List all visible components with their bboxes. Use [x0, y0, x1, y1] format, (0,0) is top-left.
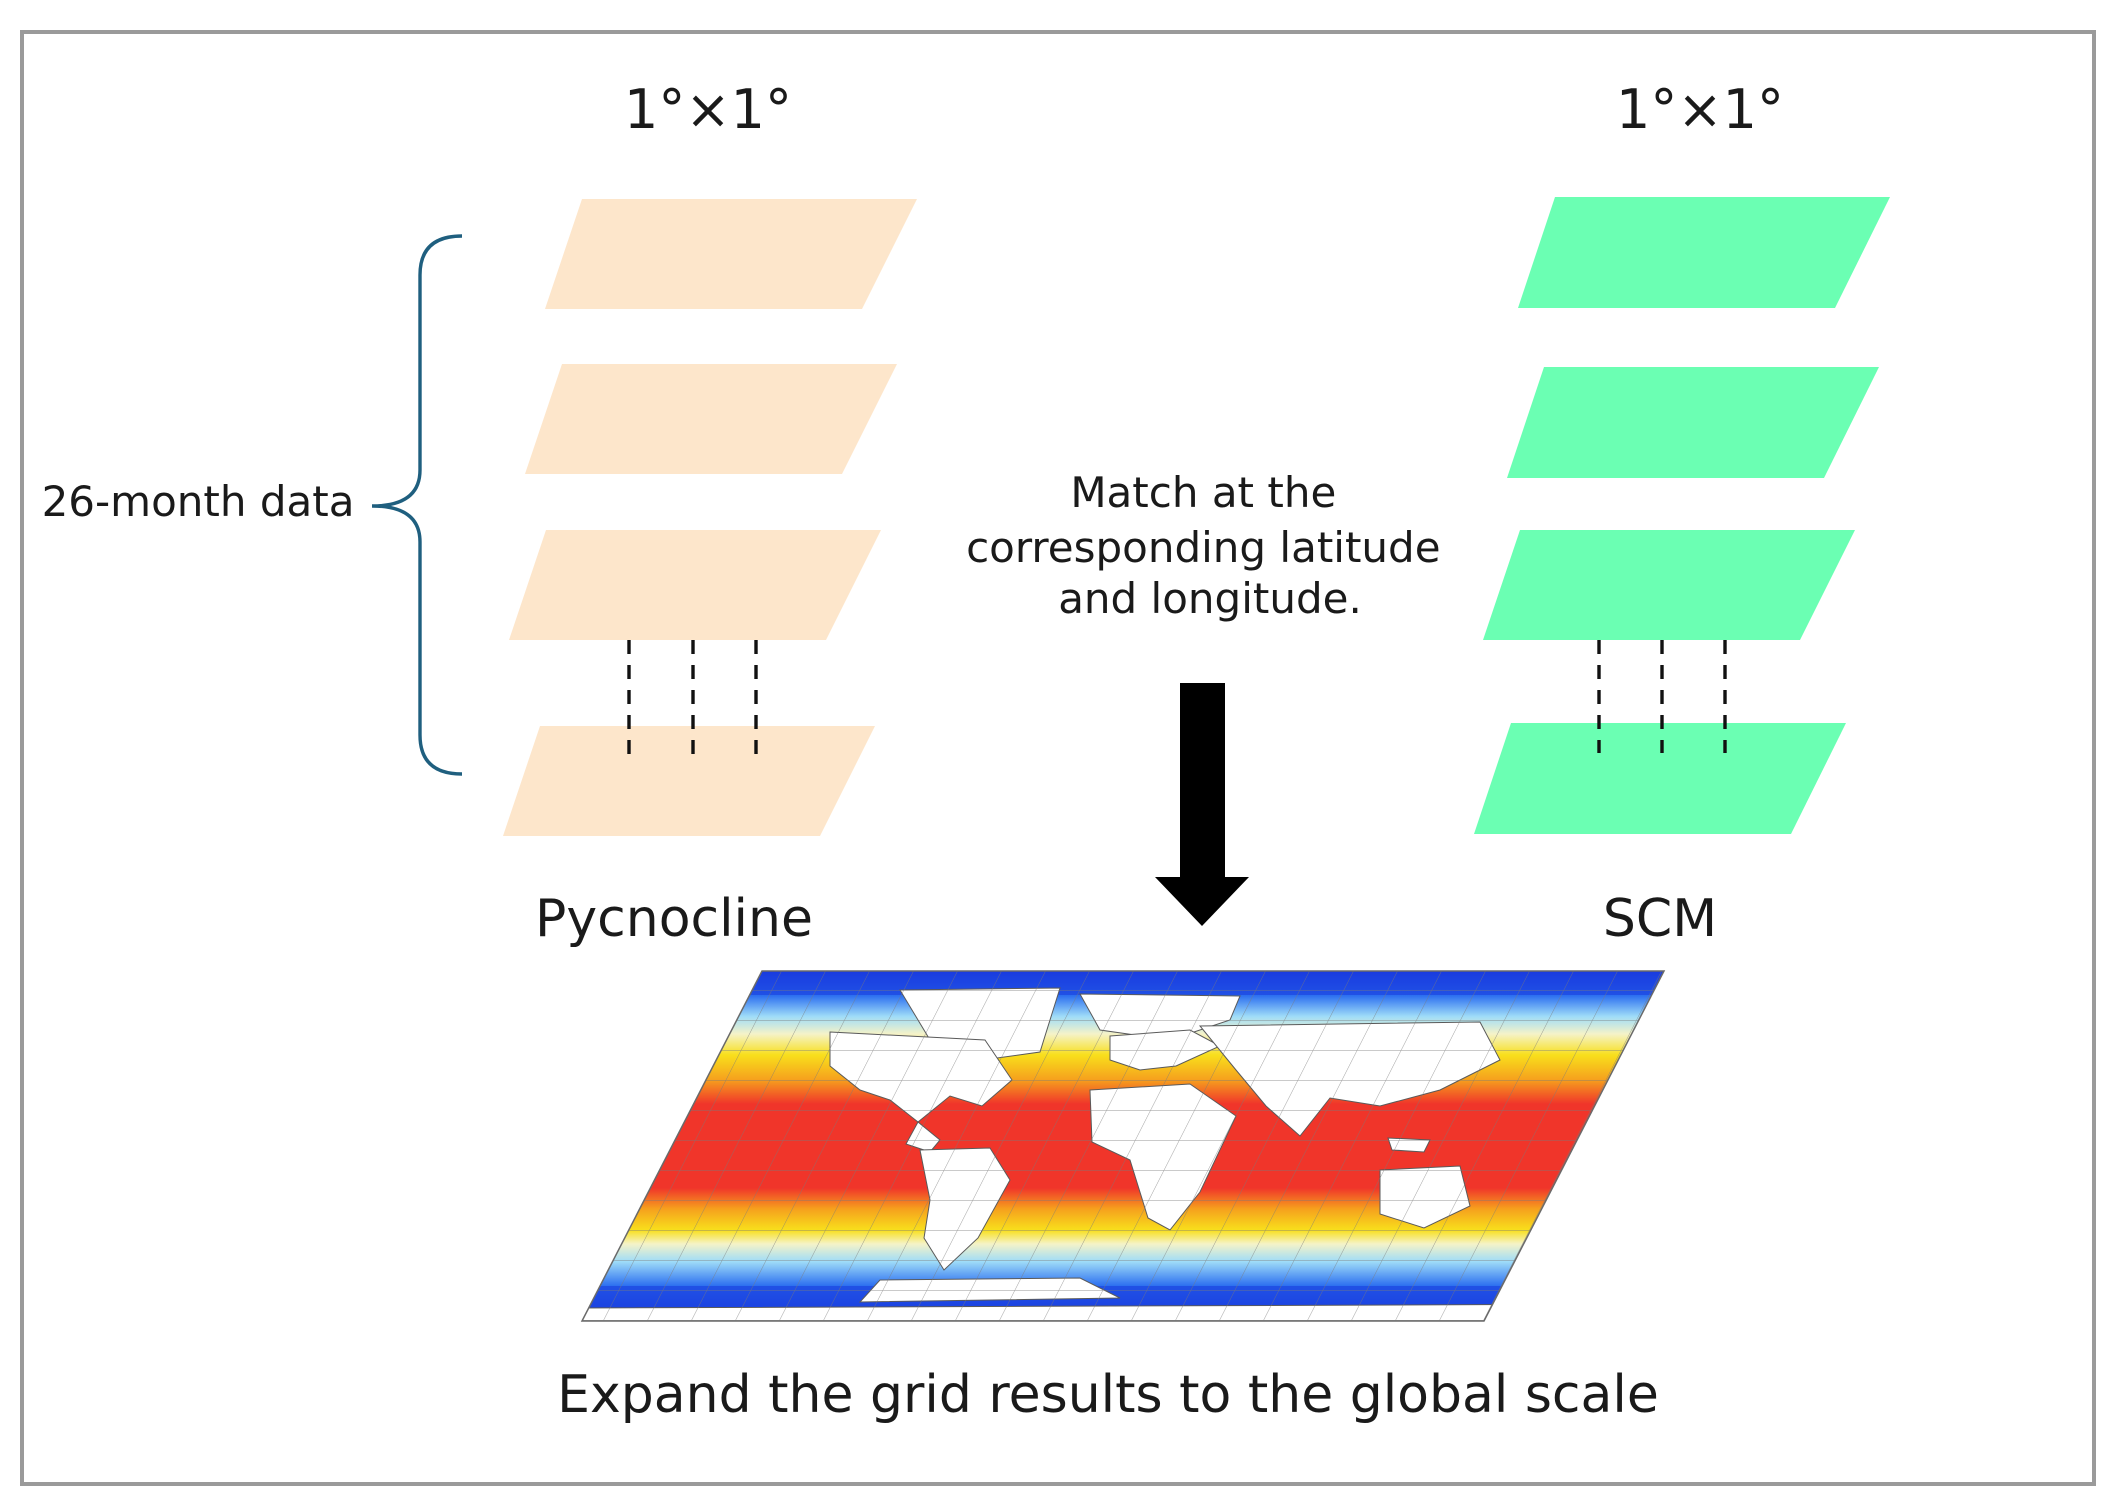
pycnocline-label: Pycnocline — [535, 889, 813, 949]
map-grid — [582, 971, 1664, 1321]
match-note-line-1: Match at the — [1070, 468, 1336, 517]
pycnocline-connector-lines — [627, 640, 758, 755]
pycnocline-layer-3 — [509, 530, 881, 640]
global-scale-caption: Expand the grid results to the global sc… — [557, 1365, 1659, 1425]
match-note: Match at the corresponding latitude and … — [966, 468, 1454, 623]
match-note-line-2: corresponding latitude — [966, 523, 1440, 572]
scm-layer-stack — [1474, 197, 1890, 834]
scm-connector-lines — [1597, 640, 1727, 753]
map-border — [580, 970, 1666, 1322]
pycnocline-layer-4 — [503, 726, 875, 836]
pycnocline-layer-1 — [545, 199, 917, 309]
scm-label: SCM — [1603, 889, 1717, 949]
scm-layer-4 — [1474, 723, 1846, 834]
global-map — [580, 970, 1666, 1322]
brace-label: 26-month data — [42, 477, 355, 526]
pycnocline-layer-2 — [525, 364, 897, 474]
scm-layer-1 — [1518, 197, 1890, 308]
right-resolution-label: 1°×1° — [1616, 78, 1784, 141]
scm-layer-2 — [1507, 367, 1879, 478]
match-note-line-3: and longitude. — [1058, 574, 1362, 623]
month-brace — [371, 234, 463, 776]
scm-layer-3 — [1483, 530, 1855, 640]
pycnocline-layer-stack — [503, 199, 917, 836]
down-arrow — [1155, 683, 1249, 926]
left-resolution-label: 1°×1° — [624, 78, 792, 141]
